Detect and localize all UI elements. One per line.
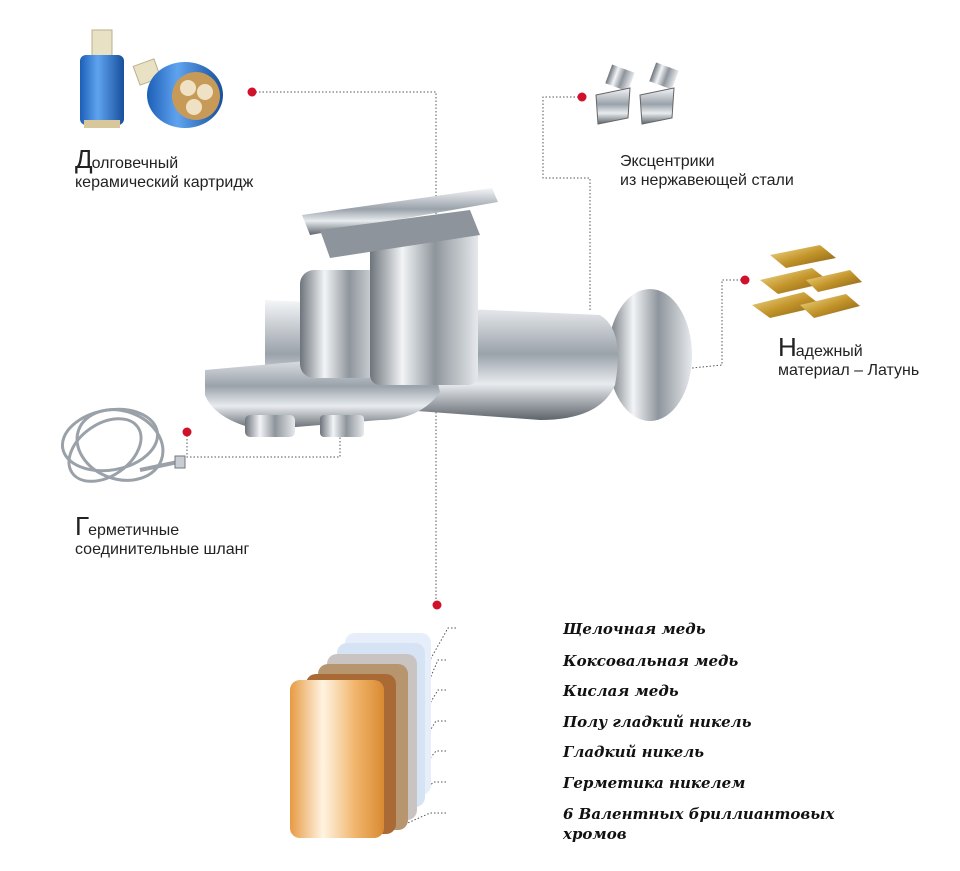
plating-layer-4: Полу гладкий никель <box>563 713 752 731</box>
cartridge-label: Долговечный керамический картридж <box>75 146 254 192</box>
material-label-line2: материал – Латунь <box>778 362 920 379</box>
brass-bars-image <box>752 245 862 318</box>
plating-layer-7: 6 Валентных бриллиантовых <box>563 805 835 823</box>
accent-dots <box>182 87 750 610</box>
material-label-cap: Н <box>778 332 797 362</box>
dot-material <box>740 275 750 285</box>
eccentrics-label-line1: Эксцентрики <box>620 153 715 170</box>
plating-layer-5: Гладкий никель <box>563 743 705 761</box>
material-label: Надежный материал – Латунь <box>778 334 920 380</box>
hose-label-line2: соединительные шланг <box>75 541 250 558</box>
leader-hose <box>186 430 341 458</box>
faucet-image <box>205 188 692 437</box>
cartridge-image <box>80 29 223 128</box>
hose-label: Герметичные соединительные шланг <box>75 513 250 559</box>
leader-material <box>651 279 745 373</box>
plating-layer-6: Герметика никелем <box>563 774 746 792</box>
material-label-line1: адежный <box>795 343 863 360</box>
dot-cartridge <box>247 87 257 97</box>
cartridge-label-line1: олговечный <box>91 155 179 172</box>
leader-cartridge <box>252 91 437 605</box>
cartridge-label-cap: Д <box>75 144 93 174</box>
dot-hose <box>182 427 192 437</box>
plating-layer-3: Кислая медь <box>563 682 679 700</box>
leader-eccentrics <box>542 96 591 310</box>
eccentrics-image <box>595 62 679 125</box>
dot-eccentrics <box>577 92 587 102</box>
hose-label-line1: ерметичные <box>88 522 180 539</box>
plating-layer-2: Коксовальная медь <box>563 652 739 670</box>
hose-image <box>60 407 186 483</box>
cartridge-label-line2: керамический картридж <box>75 174 254 191</box>
plating-layer-1: Щелочная медь <box>563 620 706 638</box>
eccentrics-label-line2: из нержавеющей стали <box>620 172 794 189</box>
plating-layers-image <box>290 633 431 838</box>
hose-label-cap: Г <box>75 511 89 541</box>
dot-plating <box>432 600 442 610</box>
eccentrics-label: Эксцентрики из нержавеющей стали <box>620 152 794 190</box>
plating-layer-7-cont: хромов <box>563 825 627 843</box>
